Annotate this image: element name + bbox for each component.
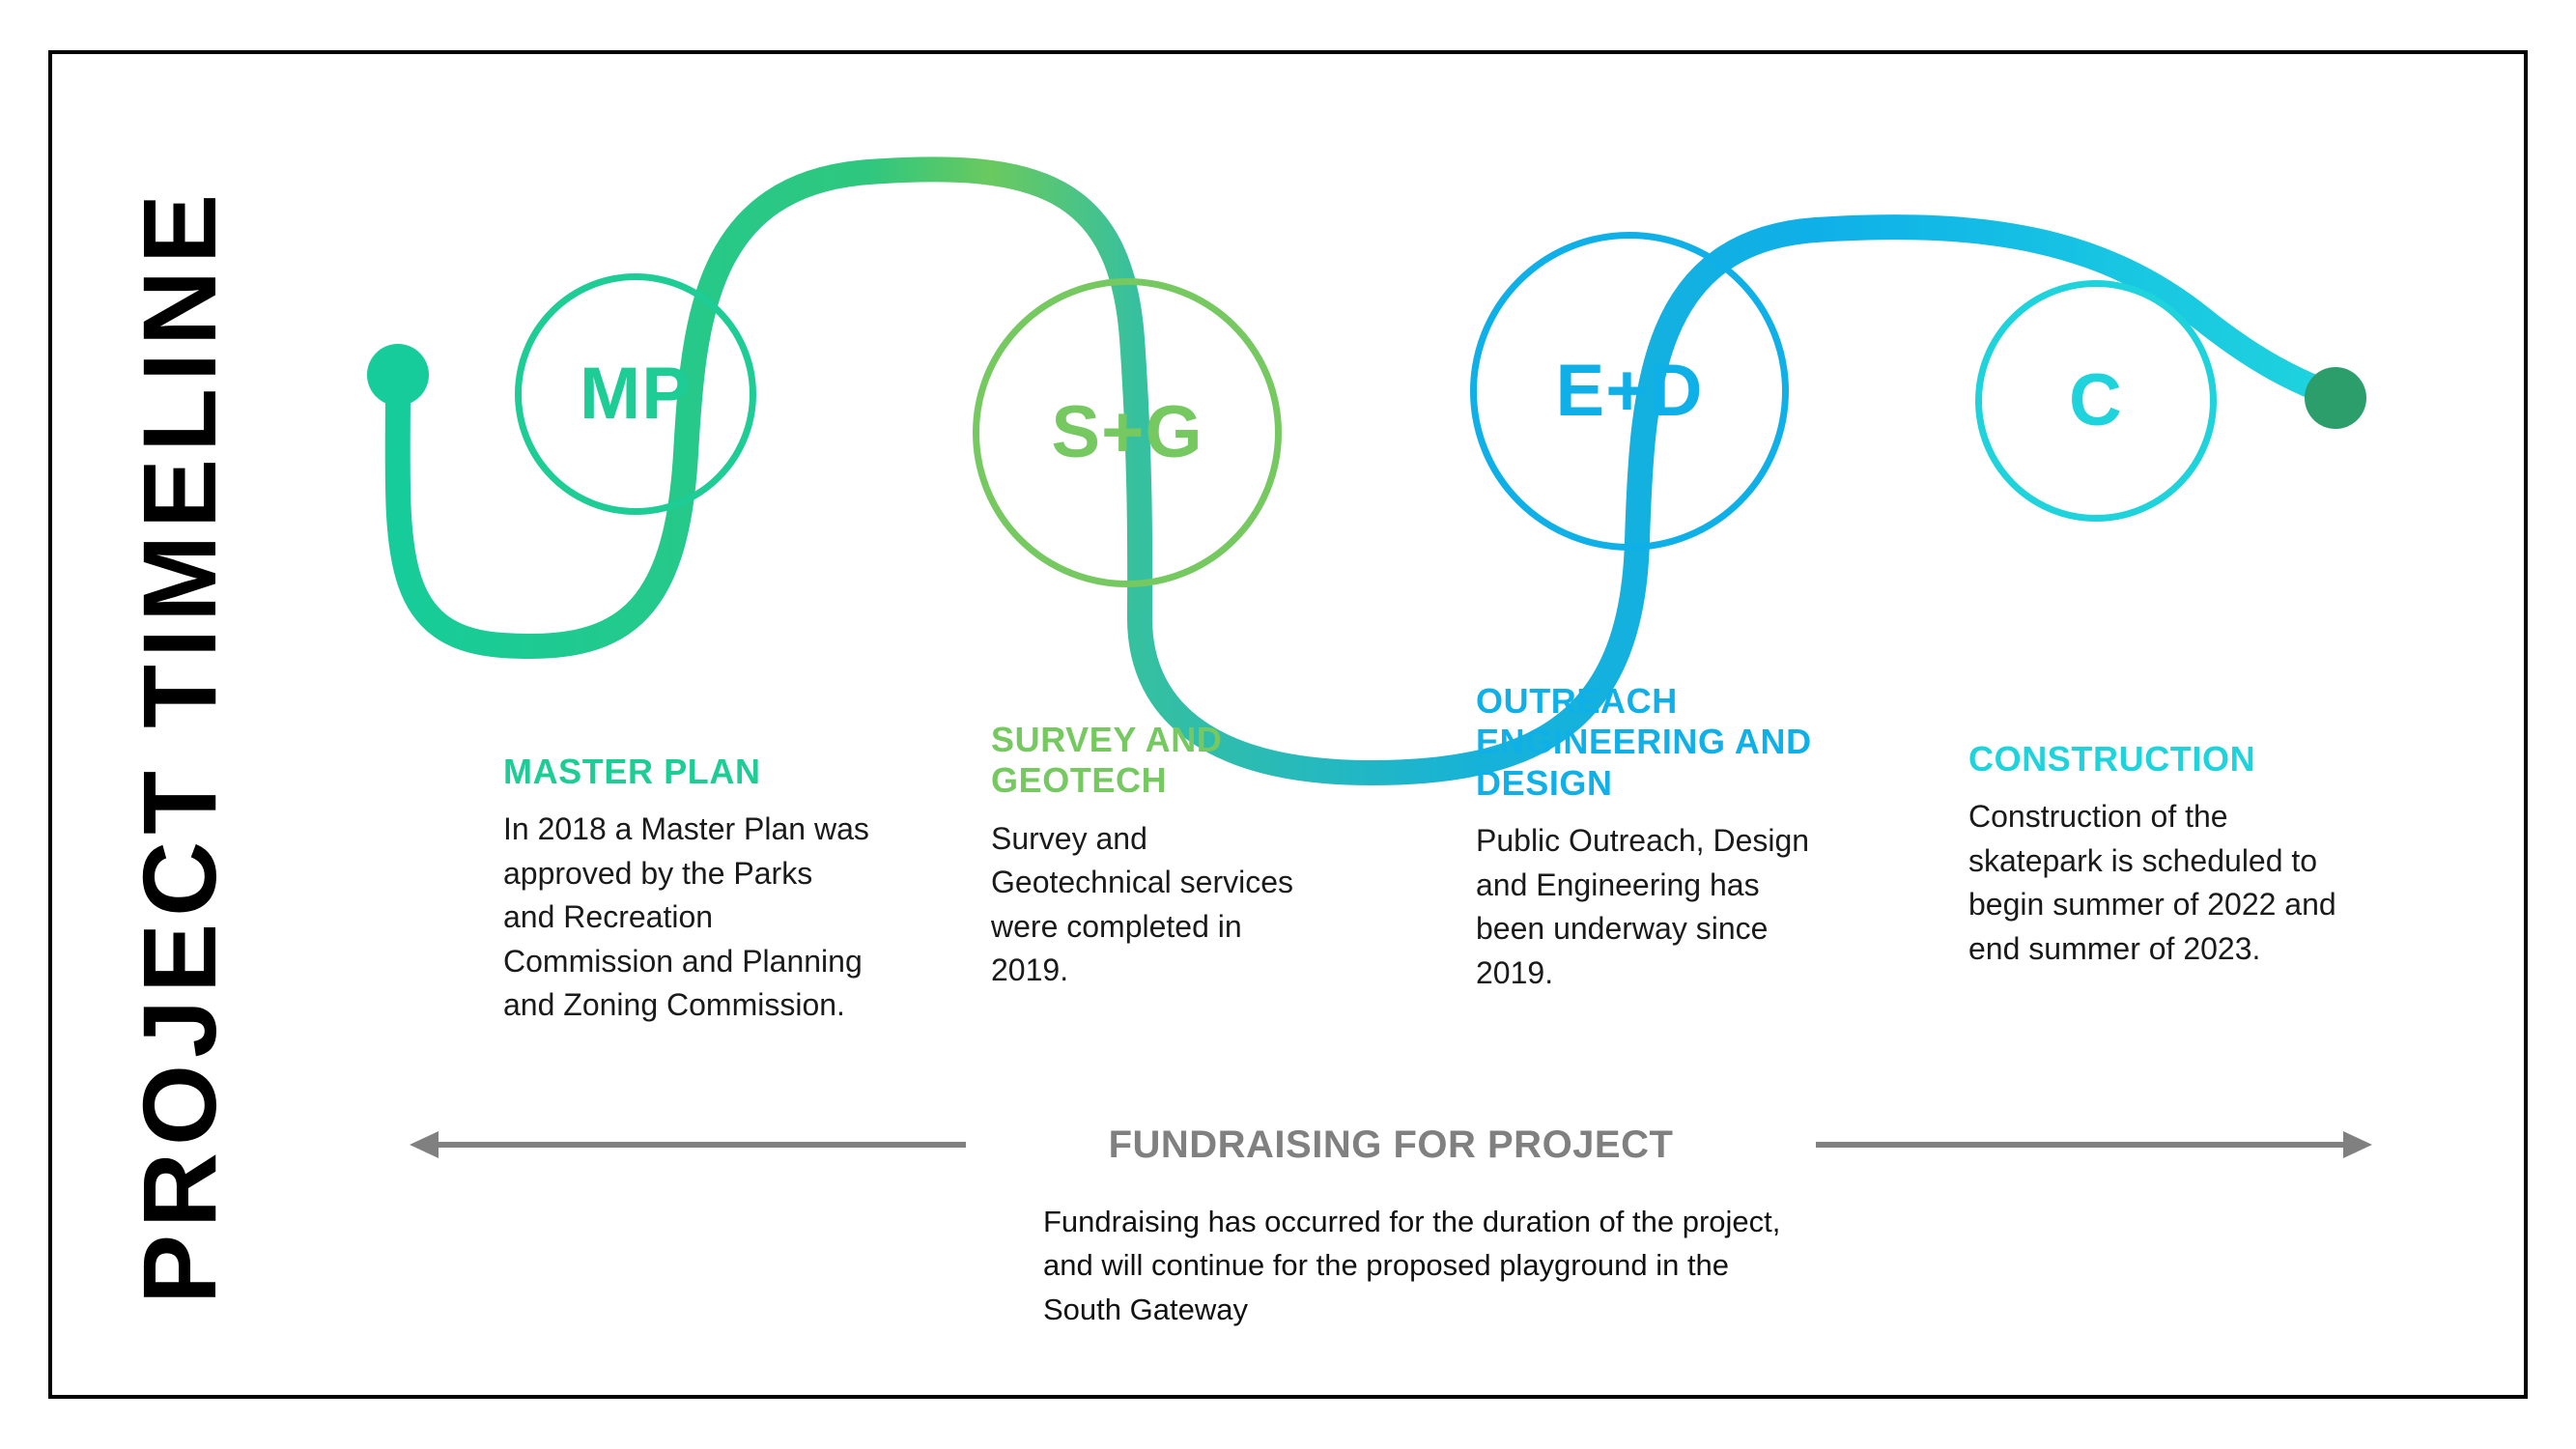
caption-body-engineering-design: Public Outreach, Design and Engineering … <box>1476 823 1810 990</box>
fundraising-body-text: Fundraising has occurred for the duratio… <box>1043 1205 1781 1326</box>
caption-engineering-design: OUTREACH ENGINEERING AND DESIGN Public O… <box>1476 681 1824 995</box>
page-title: PROJECT TIMELINE <box>121 186 238 1304</box>
fundraising-label: FUNDRAISING FOR PROJECT <box>1108 1123 1674 1166</box>
caption-title-survey-geotech: SURVEY AND GEOTECH <box>991 720 1223 801</box>
caption-construction: CONSTRUCTION Construction of the skatepa… <box>1968 739 2355 971</box>
caption-title-engineering-design: OUTREACH ENGINEERING AND DESIGN <box>1476 681 1812 803</box>
stage-abbr-survey-geotech: S+G <box>1051 391 1203 473</box>
fundraising-double-arrow-icon <box>410 1131 2372 1158</box>
infographic-frame <box>48 50 2528 1399</box>
caption-body-construction: Construction of the skatepark is schedul… <box>1968 799 2336 966</box>
stage-abbr-engineering-design: E+D <box>1555 350 1704 432</box>
caption-title-construction: CONSTRUCTION <box>1968 739 2256 779</box>
stage-circle-construction[interactable]: C <box>1975 280 2217 522</box>
caption-title-master-plan: MASTER PLAN <box>503 752 761 791</box>
caption-body-survey-geotech: Survey and Geotechnical services were co… <box>991 820 1294 988</box>
stage-abbr-master-plan: MP <box>580 353 692 435</box>
caption-master-plan: MASTER PLAN In 2018 a Master Plan was ap… <box>503 752 870 1028</box>
caption-body-master-plan: In 2018 a Master Plan was approved by th… <box>503 811 869 1023</box>
stage-abbr-construction: C <box>2069 359 2123 441</box>
fundraising-span: FUNDRAISING FOR PROJECT <box>406 1116 2376 1174</box>
caption-survey-geotech: SURVEY AND GEOTECH Survey and Geotechnic… <box>991 720 1310 993</box>
stage-circle-survey-geotech[interactable]: S+G <box>973 278 1282 587</box>
stage-circle-engineering-design[interactable]: E+D <box>1470 232 1789 551</box>
stage-circle-master-plan[interactable]: MP <box>515 273 756 515</box>
fundraising-description: Fundraising has occurred for the duratio… <box>1043 1200 1806 1331</box>
